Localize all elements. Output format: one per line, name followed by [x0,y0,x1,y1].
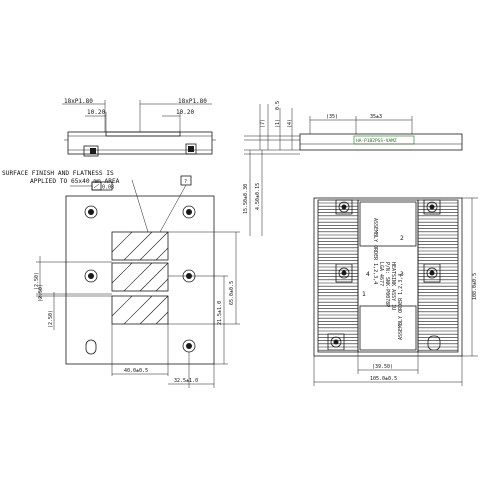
heatsink-label-top: ASSEMBLY ORDER 1,2,3,4 [372,218,378,284]
dim-105: 105.0±0.5 [370,376,397,382]
pitch-left-label: 18xP1.80 [64,98,93,105]
dim-65: 65.0±0.5 [229,281,235,305]
heatsink-view: ASSEMBLY ORDER 1,2,3,4 ASSEMBLY ORDER 1,… [313,197,478,386]
order-mark-3: 3 [400,271,404,278]
note-line-2: APPLIED TO 65x40 mm AREA [30,178,120,185]
dim-4: (4) [287,119,293,128]
pad-hatch [111,231,169,325]
flag-symbol: ? [184,179,187,185]
dim-4-50: 4.50±0.15 [255,183,261,210]
dim-40: 40.0±0.5 [124,368,148,374]
dim-250c: (2.50) [48,310,54,328]
dim-05: 0.5 [275,101,281,110]
dim-250b: (2.50) [38,284,44,302]
base-plate-view: 65.0±0.5 21.5±1.0 (2.50) (2.50) (2.50) 4… [34,195,240,388]
dim-35-3: 35±3 [370,114,382,120]
order-mark-1: 1 [362,291,366,298]
dim-15-50: 15.50±0.30 [243,184,249,214]
dim-7: (7) [260,119,266,128]
offset-right-label: 10.20 [176,109,194,116]
heatsink-label-bottom: ASSEMBLY ORDER 1,2,3,4 [398,274,404,340]
dim-21: 21.5±1.0 [217,301,223,325]
note-line-1: SURFACE FINISH AND FLATNESS IS [2,170,114,177]
top-view: 18xP1.80 18xP1.80 10.20 10.20 [62,98,216,157]
flatness-value: 0.08 [102,185,114,191]
dim-35: (35) [326,114,338,120]
dim-250a: (2.50) [34,272,40,290]
order-mark-4: 4 [366,271,370,278]
dim-32: 32.5±1.0 [174,378,198,384]
pitch-right-label: 18xP1.80 [178,98,207,105]
dim-39-50: (39.50) [372,364,393,370]
side-view: (7) 0.5 (1) (4) (35) 35±3 HA-P1B2PSS-VAM… [243,101,463,236]
heatsink-center-1: HEATSINK ASSY 1U [390,262,396,310]
heatsink-center-2: P/N: SNK-P0078P [384,262,390,307]
side-label-text: HA-P1B2PSS-VAMZ [356,138,397,144]
heatsink-center-3: LGA 4677 [378,262,384,286]
order-mark-2: 2 [400,235,404,242]
dim-108: 108.0±0.5 [472,273,478,300]
dim-1: (1) [275,119,281,128]
offset-left-label: 10.20 [87,109,105,116]
surface-note: SURFACE FINISH AND FLATNESS IS APPLIED T… [2,170,192,233]
